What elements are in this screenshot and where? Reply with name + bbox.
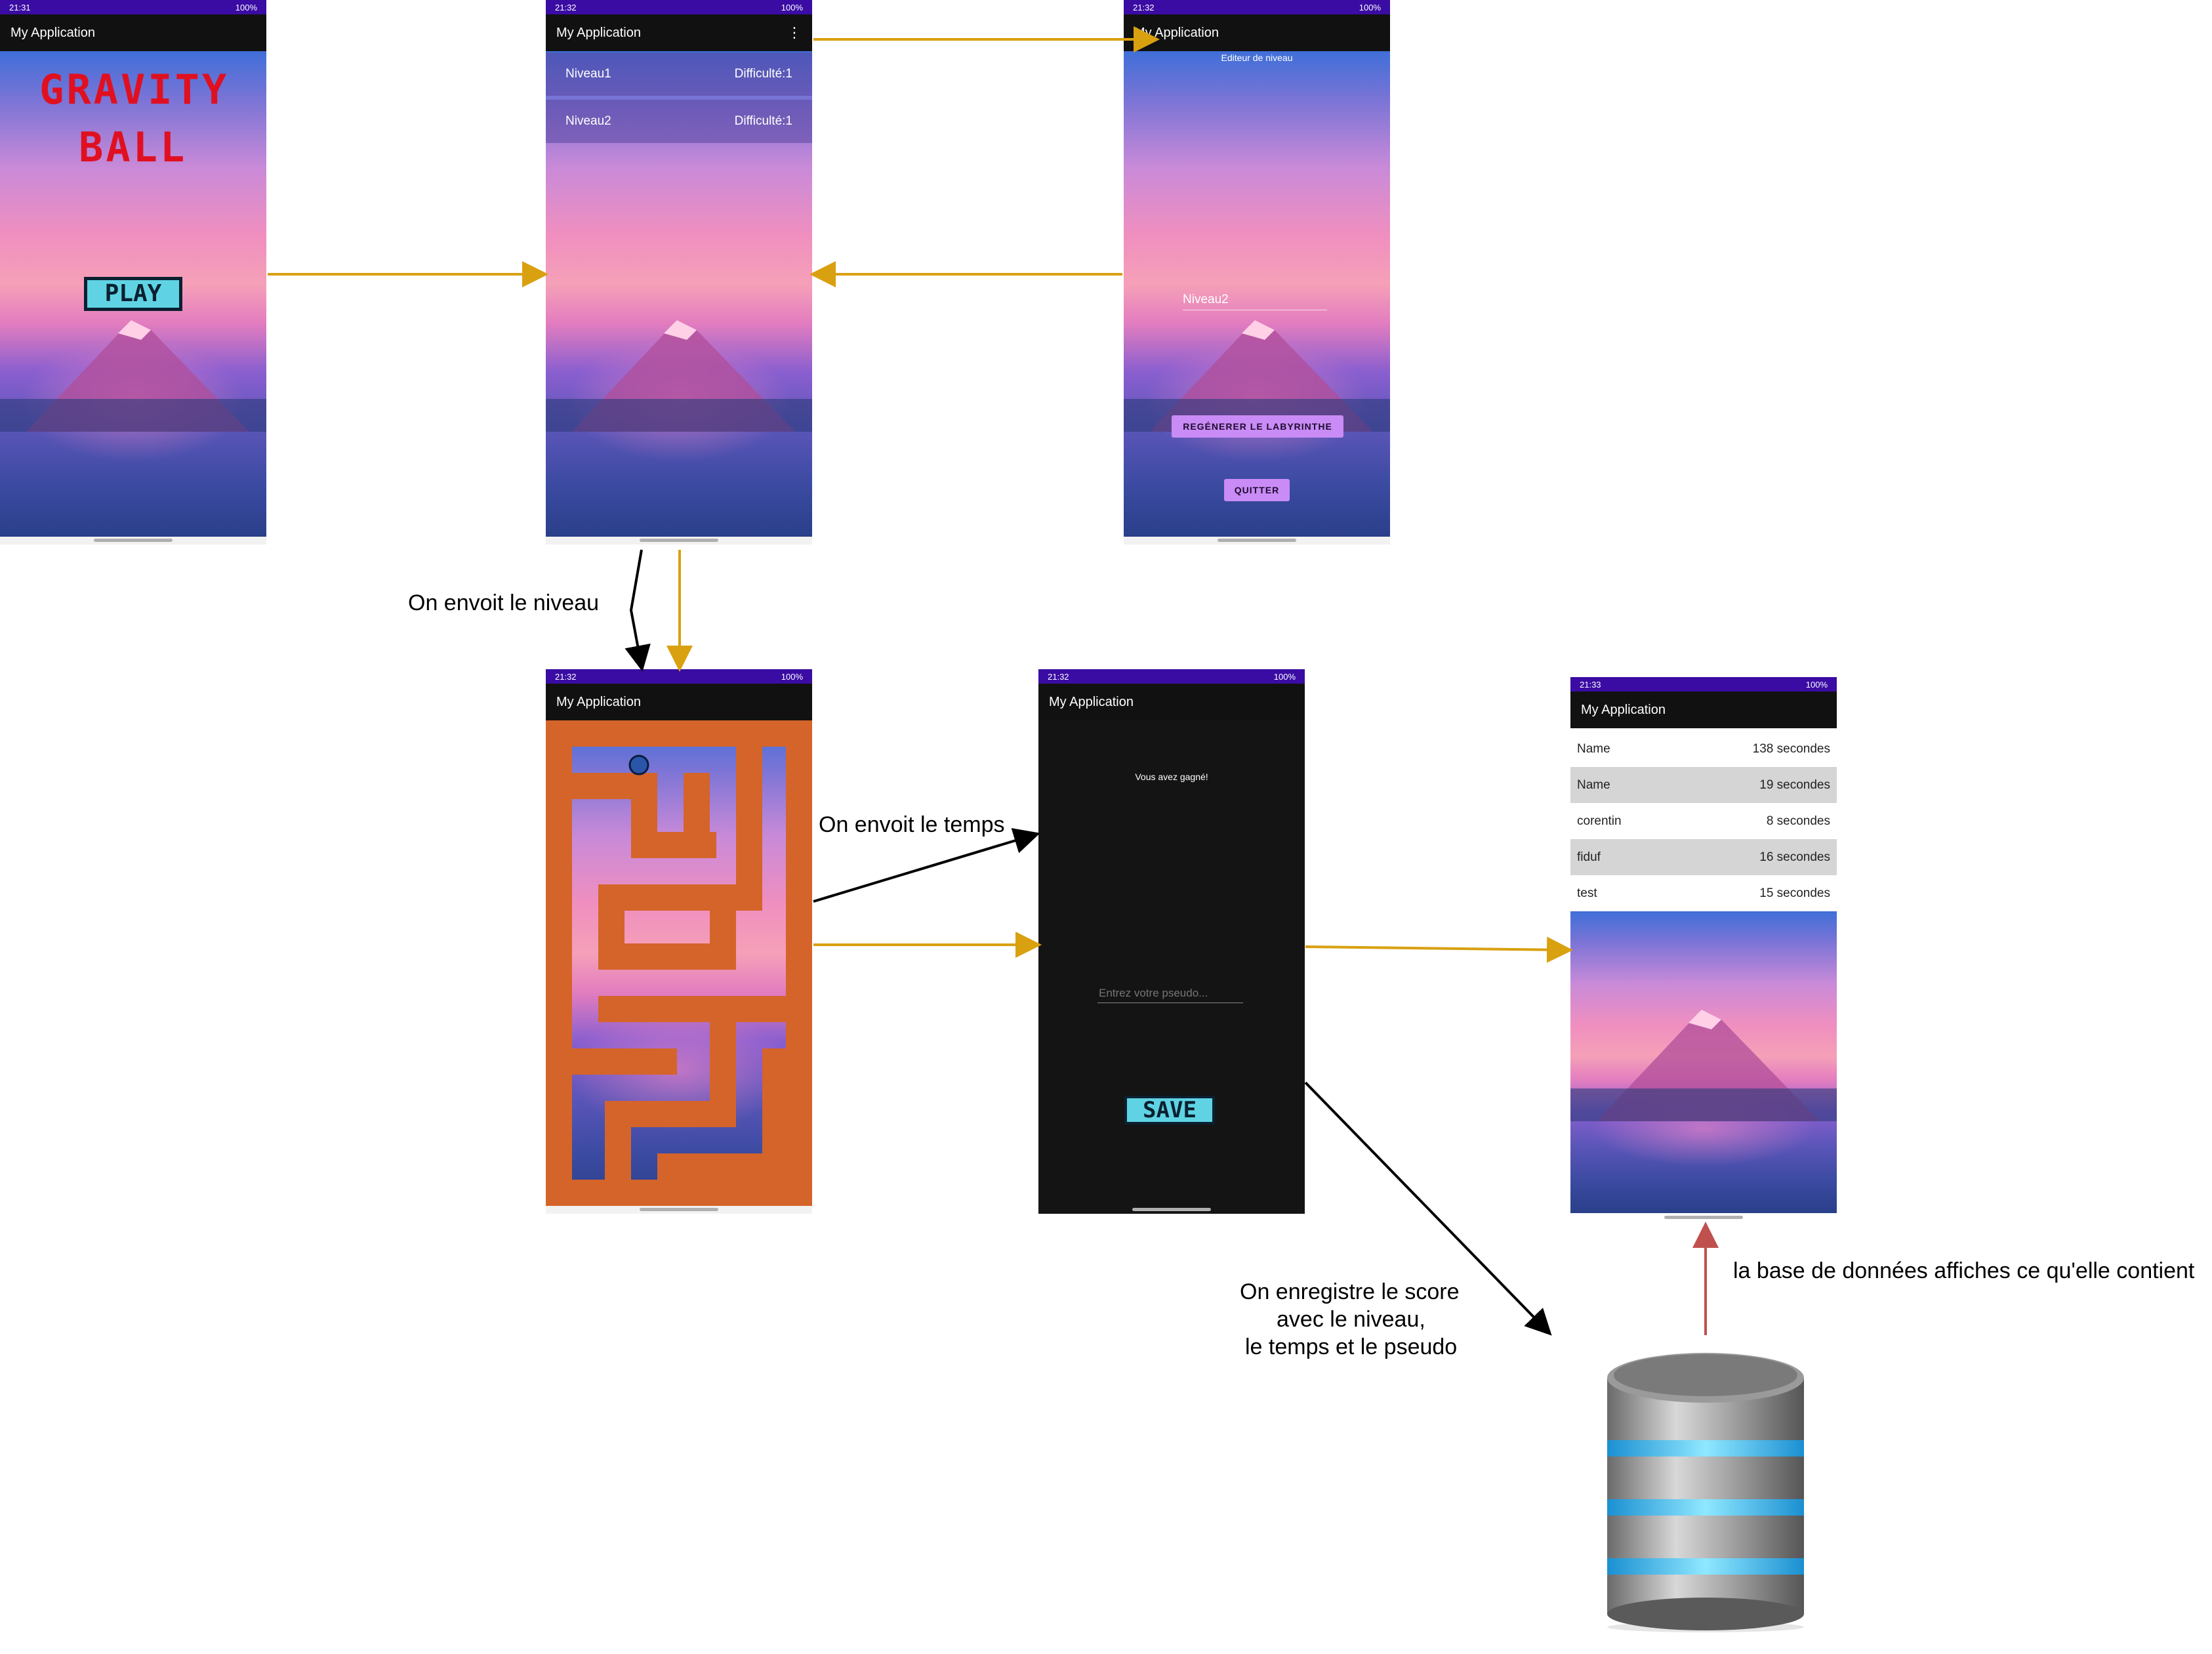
status-battery: 100% (781, 671, 803, 682)
screen-levels: 21:32 100% My Application ⋮ Niveau1 Diff… (546, 0, 812, 545)
score-time: 15 secondes (1759, 886, 1830, 900)
status-bar: 21:32 100% (546, 669, 812, 684)
score-name: Name (1577, 741, 1610, 756)
app-bar: My Application (546, 684, 812, 720)
score-row: corentin 8 secondes (1570, 803, 1837, 839)
screen-editor: 21:32 100% My Application Editeur de niv… (1124, 0, 1390, 545)
status-time: 21:32 (555, 671, 577, 682)
game-title-line1: GRAVITY (39, 66, 230, 114)
score-row: fiduf 16 secondes (1570, 839, 1837, 875)
level-name: Niveau1 (565, 67, 611, 81)
status-time: 21:31 (9, 2, 31, 12)
score-time: 19 secondes (1759, 777, 1830, 792)
score-name: corentin (1577, 814, 1622, 828)
score-row: Name 138 secondes (1570, 731, 1837, 767)
status-battery: 100% (781, 2, 803, 12)
arrow-send-time (813, 828, 1040, 903)
nav-bar-handle (1218, 539, 1296, 542)
status-time: 21:32 (555, 2, 577, 12)
status-time: 21:32 (1133, 2, 1155, 12)
pseudo-input[interactable] (1097, 984, 1243, 1003)
mountain-illustration (1570, 1010, 1837, 1121)
app-title: My Application (556, 25, 641, 40)
level-name: Niveau2 (565, 114, 611, 128)
arrow-send-level (625, 549, 651, 672)
play-button[interactable]: PLAY (84, 277, 182, 311)
editor-subtitle: Editeur de niveau (1221, 52, 1293, 63)
arrow-save-to-db (1304, 1081, 1552, 1336)
status-time: 21:32 (1048, 671, 1069, 682)
label-db-display: la base de données affiches ce qu'elle c… (1733, 1258, 2195, 1283)
arrow-win-to-scores (1305, 936, 1573, 963)
background-scene (0, 51, 266, 537)
database-icon (1607, 1353, 1804, 1632)
level-item[interactable]: Niveau2 Difficulté:1 (546, 100, 812, 143)
screen-home: 21:31 100% My Application GRAVITY BALL P… (0, 0, 266, 545)
status-bar: 21:32 100% (1124, 0, 1390, 14)
maze-board (546, 720, 812, 1206)
ball-icon (628, 755, 649, 775)
score-time: 16 secondes (1759, 850, 1830, 864)
status-battery: 100% (235, 2, 257, 12)
app-title: My Application (556, 694, 641, 709)
score-row: Name 19 secondes (1570, 767, 1837, 803)
score-time: 138 secondes (1752, 741, 1830, 756)
app-bar: My Application (0, 14, 266, 51)
status-bar: 21:32 100% (1038, 669, 1305, 684)
mountain-illustration (546, 320, 812, 432)
level-difficulty: Difficulté:1 (734, 67, 792, 81)
level-item[interactable]: Niveau1 Difficulté:1 (546, 52, 812, 96)
label-send-level: On envoit le niveau (408, 590, 600, 615)
app-bar: My Application (1038, 684, 1305, 720)
app-title: My Application (1049, 694, 1134, 709)
nav-bar-handle (1664, 1216, 1743, 1219)
nav-bar-handle (94, 539, 173, 542)
level-name-field[interactable]: Niveau2 (1183, 293, 1327, 310)
game-title-line2: BALL (79, 123, 188, 171)
screen-maze: 21:32 100% My Application (546, 669, 812, 1214)
app-bar: My Application (1570, 692, 1837, 728)
mountain-illustration (0, 320, 266, 432)
background-scene (1570, 911, 1837, 1213)
nav-bar-handle (640, 1208, 718, 1211)
score-name: Name (1577, 777, 1610, 792)
app-bar: My Application ⋮ (546, 14, 812, 51)
label-save-score-line3: le temps et le pseudo (1245, 1334, 1458, 1359)
score-row: test 15 secondes (1570, 875, 1837, 911)
score-time: 8 secondes (1766, 814, 1830, 828)
nav-bar-handle (640, 539, 718, 542)
score-name: test (1577, 886, 1597, 900)
level-difficulty: Difficulté:1 (734, 114, 792, 128)
label-save-score-line1: On enregistre le score (1240, 1279, 1460, 1304)
status-bar: 21:31 100% (0, 0, 266, 14)
status-bar: 21:32 100% (546, 0, 812, 14)
score-name: fiduf (1577, 850, 1601, 864)
status-battery: 100% (1805, 679, 1828, 690)
status-battery: 100% (1359, 2, 1381, 12)
regenerate-maze-button[interactable]: REGÉNERER LE LABYRINTHE (1172, 415, 1343, 438)
more-vert-icon[interactable]: ⋮ (787, 24, 802, 41)
win-message: Vous avez gagné! (1135, 772, 1208, 782)
screen-scores: 21:33 100% My Application Name 138 secon… (1570, 677, 1837, 1222)
screen-win: 21:32 100% My Application Vous avez gagn… (1038, 669, 1305, 1214)
save-button[interactable]: SAVE (1124, 1096, 1215, 1125)
app-title: My Application (10, 25, 95, 40)
status-battery: 100% (1273, 671, 1296, 682)
status-time: 21:33 (1580, 679, 1601, 690)
nav-bar-handle (1132, 1208, 1211, 1211)
label-save-score-line2: avec le niveau, (1277, 1307, 1425, 1332)
app-title: My Application (1581, 702, 1666, 717)
background-scene (1124, 51, 1390, 537)
app-bar: My Application (1124, 14, 1390, 51)
quit-button[interactable]: QUITTER (1224, 479, 1290, 501)
status-bar: 21:33 100% (1570, 677, 1837, 692)
label-send-time: On envoit le temps (819, 812, 1005, 837)
